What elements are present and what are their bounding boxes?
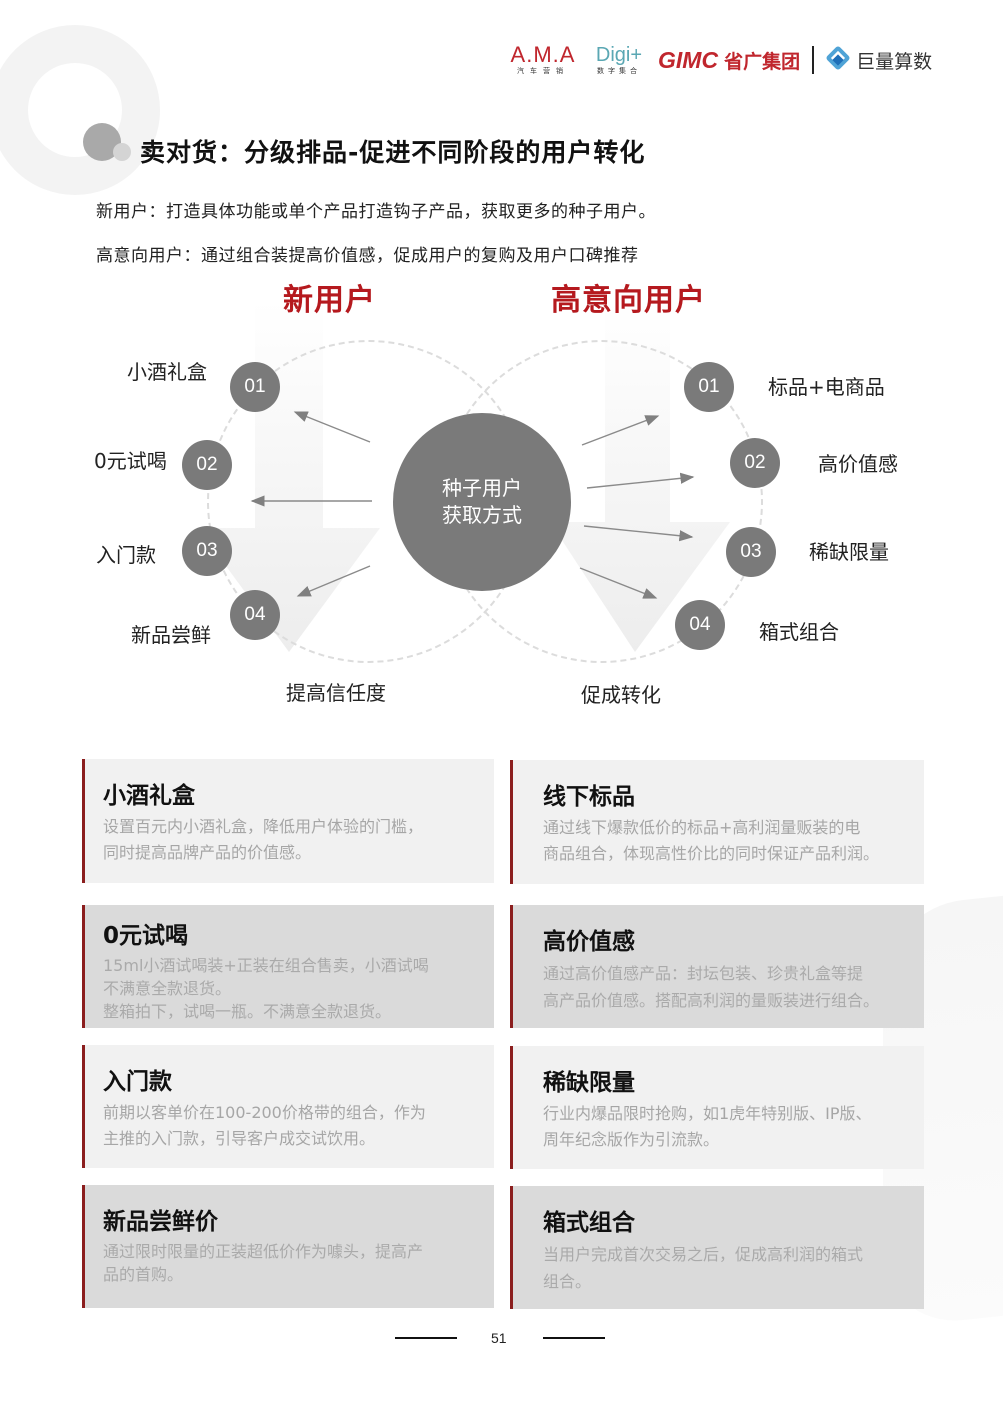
header-logos: A.M.A 汽车营销 Digi+ 数字集合 GIMC 省广集团 巨量算数 — [510, 40, 933, 80]
right-label-02: 高价值感 — [818, 452, 898, 476]
card-free-trial: 0元试喝 15ml小酒试喝装+正装在组合售卖，小酒试喝不满意全款退货。整箱拍下，… — [82, 905, 494, 1028]
juliang-logo: 巨量算数 — [856, 50, 933, 73]
card-offline-standard: 线下标品 通过线下爆款低价的标品+高利润量贩装的电商品组合，体现高性价比的同时保… — [510, 760, 924, 884]
right-step-04: 04 — [675, 600, 725, 650]
right-label-01: 标品+电商品 — [768, 375, 885, 399]
left-bottom-label: 提高信任度 — [286, 681, 386, 705]
left-step-03: 03 — [182, 526, 232, 576]
ama-logo: A.M.A 汽车营销 — [510, 42, 576, 76]
title-bullet-small-icon — [113, 143, 131, 161]
right-bottom-label: 促成转化 — [581, 683, 661, 707]
seed-user-diagram: 新用户 高意向用户 种子用户 获取方式 01 02 03 04 小酒礼盒 0元试… — [0, 270, 1003, 710]
right-step-03: 03 — [726, 527, 776, 577]
gimc-logo: GIMC — [658, 46, 719, 73]
left-step-01: 01 — [230, 362, 280, 412]
right-label-03: 稀缺限量 — [809, 540, 889, 564]
left-label-04: 新品尝鲜 — [131, 623, 211, 647]
footer-line-left — [395, 1337, 457, 1339]
intro-high-intent-users: 高意向用户：通过组合装提高价值感，促成用户的复购及用户口碑推荐 — [96, 246, 639, 266]
card-small-gift-box: 小酒礼盒 设置百元内小酒礼盒，降低用户体验的门槛，同时提高品牌产品的价值感。 — [82, 759, 494, 883]
new-users-heading: 新用户 — [283, 283, 376, 318]
decorative-ring — [0, 25, 160, 195]
intro-new-users: 新用户：打造具体功能或单个产品打造钩子产品，获取更多的种子用户。 — [96, 202, 656, 222]
digi-logo: Digi+ 数字集合 — [595, 44, 643, 75]
page-title: 卖对货：分级排品-促进不同阶段的用户转化 — [140, 138, 646, 167]
card-new-product-trial: 新品尝鲜价 通过限时限量的正装超低价作为噱头，提高产品的首购。 — [82, 1185, 494, 1308]
left-label-01: 小酒礼盒 — [127, 360, 207, 384]
left-label-03: 入门款 — [96, 543, 156, 567]
left-label-02: 0元试喝 — [94, 449, 167, 473]
connector-arrows — [250, 411, 695, 599]
page-number: 51 — [491, 1330, 507, 1346]
right-label-04: 箱式组合 — [759, 620, 839, 644]
left-step-02: 02 — [182, 440, 232, 490]
card-limited-edition: 稀缺限量 行业内爆品限时抢购，如1虎年特别版、IP版、周年纪念版作为引流款。 — [510, 1046, 924, 1169]
right-step-01: 01 — [684, 362, 734, 412]
card-high-value: 高价值感 通过高价值感产品：封坛包装、珍贵礼盒等提高产品价值感。搭配高利润的量贩… — [510, 905, 924, 1028]
card-box-combo: 箱式组合 当用户完成首次交易之后，促成高利润的箱式组合。 — [510, 1186, 924, 1309]
juliang-diamond-icon — [825, 45, 851, 72]
right-step-02: 02 — [730, 438, 780, 488]
high-intent-heading: 高意向用户 — [551, 283, 706, 318]
logo-divider — [812, 46, 815, 74]
card-entry-level: 入门款 前期以客单价在100-200价格带的组合，作为主推的入门款，引导客户成交… — [82, 1045, 494, 1168]
center-circle: 种子用户 获取方式 — [393, 413, 571, 591]
footer-line-right — [543, 1337, 605, 1339]
left-step-04: 04 — [230, 590, 280, 640]
gimc-logo-cn: 省广集团 — [724, 50, 801, 73]
